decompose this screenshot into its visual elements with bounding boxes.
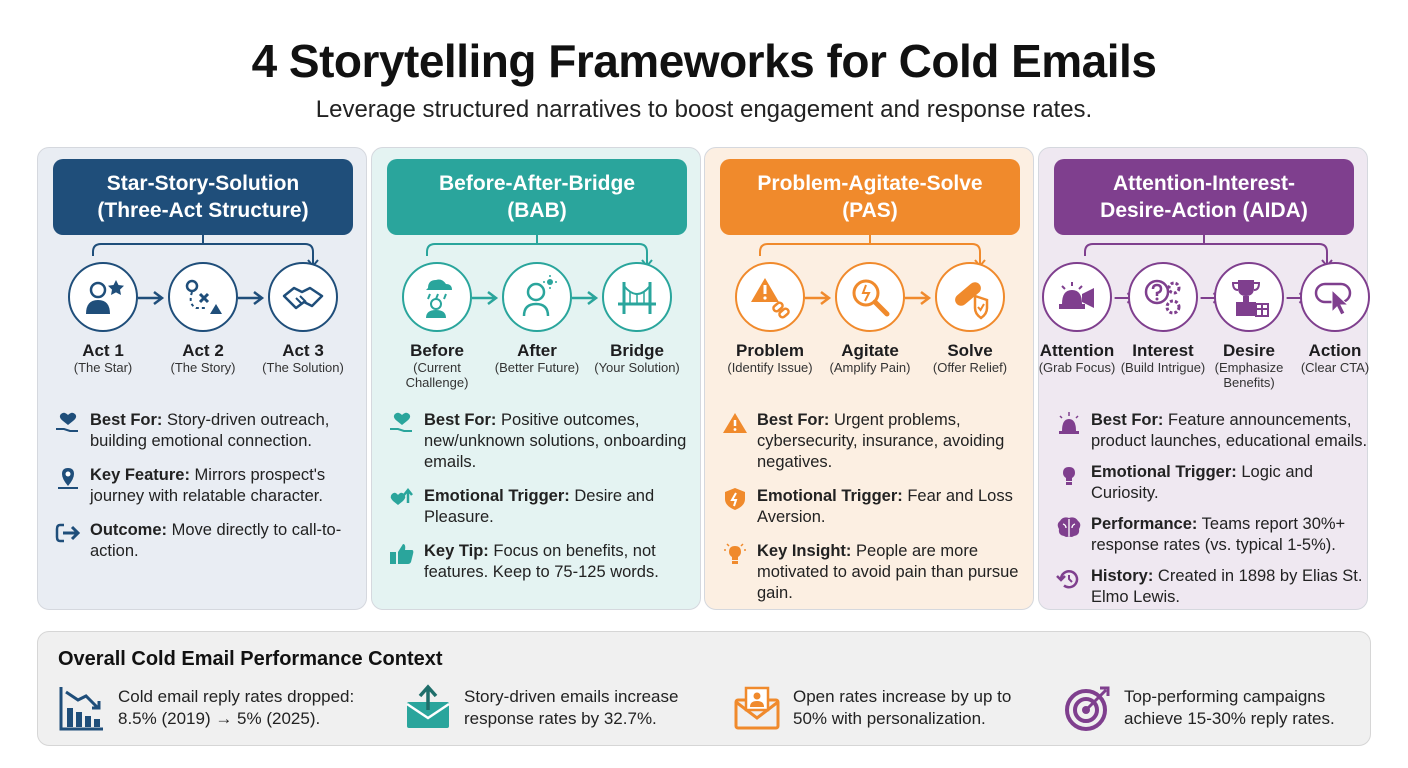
step-before: Before (Current Challenge) xyxy=(382,262,492,390)
bridge-icon xyxy=(602,262,672,332)
framework-card-aida: Attention-Interest-Desire-Action (AIDA) … xyxy=(1038,147,1370,610)
step-act-1: Act 1 (The Star) xyxy=(48,262,158,375)
detail-emotional-trigger: Emotional Trigger: Fear and Loss Aversio… xyxy=(721,486,1035,528)
framework-card-star-story-solution: Star-Story-Solution(Three-Act Structure)… xyxy=(37,147,367,610)
step-row: Attention (Grab Focus) Interest (Build I… xyxy=(1039,262,1370,392)
stat-reply-rates-dropped: Cold email reply rates dropped:8.5% (201… xyxy=(58,680,354,736)
framework-title: Problem-Agitate-Solve(PAS) xyxy=(720,159,1020,235)
map-pin-icon xyxy=(58,468,78,489)
framework-title: Star-Story-Solution(Three-Act Structure) xyxy=(53,159,353,235)
context-title: Overall Cold Email Performance Context xyxy=(58,648,443,670)
lightbulb-icon xyxy=(1063,467,1075,485)
step-attention: Attention (Grab Focus) xyxy=(1031,262,1123,375)
detail-best-for: Best For: Positive outcomes, new/unknown… xyxy=(388,410,702,473)
heart-hand-icon xyxy=(390,412,412,432)
arrow-right-icon xyxy=(238,291,265,305)
detail-history: History: Created in 1898 by Elias St. El… xyxy=(1055,566,1369,608)
step-row: Act 1 (The Star) Act 2 (The Story) Act 3… xyxy=(38,262,368,392)
framework-details: Best For: Feature announcements, product… xyxy=(1055,410,1369,618)
detail-key-insight: Key Insight: People are more motivated t… xyxy=(721,541,1035,604)
framework-details: Best For: Urgent problems, cybersecurity… xyxy=(721,410,1035,617)
declining-chart-icon xyxy=(59,687,103,731)
detail-best-for: Best For: Feature announcements, product… xyxy=(1055,410,1369,452)
arrow-right-icon xyxy=(572,291,599,305)
warning-chain-icon xyxy=(735,262,805,332)
detail-best-for: Best For: Story-driven outreach, buildin… xyxy=(54,410,368,452)
step-solve: Solve (Offer Relief) xyxy=(915,262,1025,375)
step-after: After (Better Future) xyxy=(482,262,592,375)
detail-outcome: Outcome: Move directly to call-to-action… xyxy=(54,520,368,562)
step-agitate: Agitate (Amplify Pain) xyxy=(815,262,925,375)
question-gears-icon xyxy=(1128,262,1198,332)
step-row: Problem (Identify Issue) Agitate (Amplif… xyxy=(705,262,1035,392)
step-interest: Interest (Build Intrigue) xyxy=(1117,262,1209,375)
framework-card-before-after-bridge: Before-After-Bridge(BAB) Before (Current… xyxy=(371,147,701,610)
step-row: Before (Current Challenge) After (Better… xyxy=(372,262,702,392)
arrow-right-icon xyxy=(805,291,832,305)
framework-title: Attention-Interest-Desire-Action (AIDA) xyxy=(1054,159,1354,235)
performance-context-panel: Overall Cold Email Performance Context C… xyxy=(37,631,1371,746)
story-path-icon xyxy=(168,262,238,332)
arrow-right-icon xyxy=(472,291,499,305)
warning-icon xyxy=(723,413,747,433)
step-desire: Desire (Emphasize Benefits) xyxy=(1203,262,1295,390)
history-icon xyxy=(1056,570,1079,589)
trophy-gift-icon xyxy=(1214,262,1284,332)
siren-megaphone-icon xyxy=(1042,262,1112,332)
exit-arrow-icon xyxy=(55,523,81,543)
arrow-right-icon xyxy=(905,291,932,305)
detail-best-for: Best For: Urgent problems, cybersecurity… xyxy=(721,410,1035,473)
step-action: Action (Clear CTA) xyxy=(1289,262,1381,375)
magnifier-icon xyxy=(835,262,905,332)
framework-card-problem-agitate-solve: Problem-Agitate-Solve(PAS) Problem (Iden… xyxy=(704,147,1034,610)
detail-key-tip: Key Tip: Focus on benefits, not features… xyxy=(388,541,702,583)
step-act-3: Act 3 (The Solution) xyxy=(248,262,358,375)
detail-emotional-trigger: Emotional Trigger: Logic and Curiosity. xyxy=(1055,462,1369,504)
step-act-2: Act 2 (The Story) xyxy=(148,262,258,375)
framework-title: Before-After-Bridge(BAB) xyxy=(387,159,687,235)
lightbulb-icon xyxy=(724,543,746,564)
person-star-icon xyxy=(68,262,138,332)
thumbs-up-icon xyxy=(390,544,414,564)
envelope-person-icon xyxy=(734,686,780,730)
heart-hand-icon xyxy=(56,412,78,432)
step-bridge: Bridge (Your Solution) xyxy=(582,262,692,375)
handshake-icon xyxy=(268,262,338,332)
page-subtitle: Leverage structured narratives to boost … xyxy=(315,96,1093,123)
arrow-right-icon xyxy=(138,291,165,305)
heart-arrow-icon xyxy=(390,487,413,505)
detail-key-feature: Key Feature: Mirrors prospect's journey … xyxy=(54,465,368,507)
sun-person-icon xyxy=(502,262,572,332)
detail-performance: Performance: Teams report 30%+ response … xyxy=(1055,514,1369,556)
cursor-button-icon xyxy=(1300,262,1370,332)
envelope-upload-icon xyxy=(406,684,450,728)
bandage-shield-icon xyxy=(935,262,1005,332)
detail-emotional-trigger: Emotional Trigger: Desire and Pleasure. xyxy=(388,486,702,528)
target-arrow-icon xyxy=(1065,686,1110,731)
shield-bolt-icon xyxy=(725,488,745,510)
page-title: 4 Storytelling Frameworks for Cold Email… xyxy=(251,35,1157,87)
framework-details: Best For: Positive outcomes, new/unknown… xyxy=(388,410,702,596)
siren-icon xyxy=(1059,412,1079,434)
brain-icon xyxy=(1057,517,1081,537)
framework-details: Best For: Story-driven outreach, buildin… xyxy=(54,410,368,575)
rain-person-icon xyxy=(402,262,472,332)
step-problem: Problem (Identify Issue) xyxy=(715,262,825,375)
